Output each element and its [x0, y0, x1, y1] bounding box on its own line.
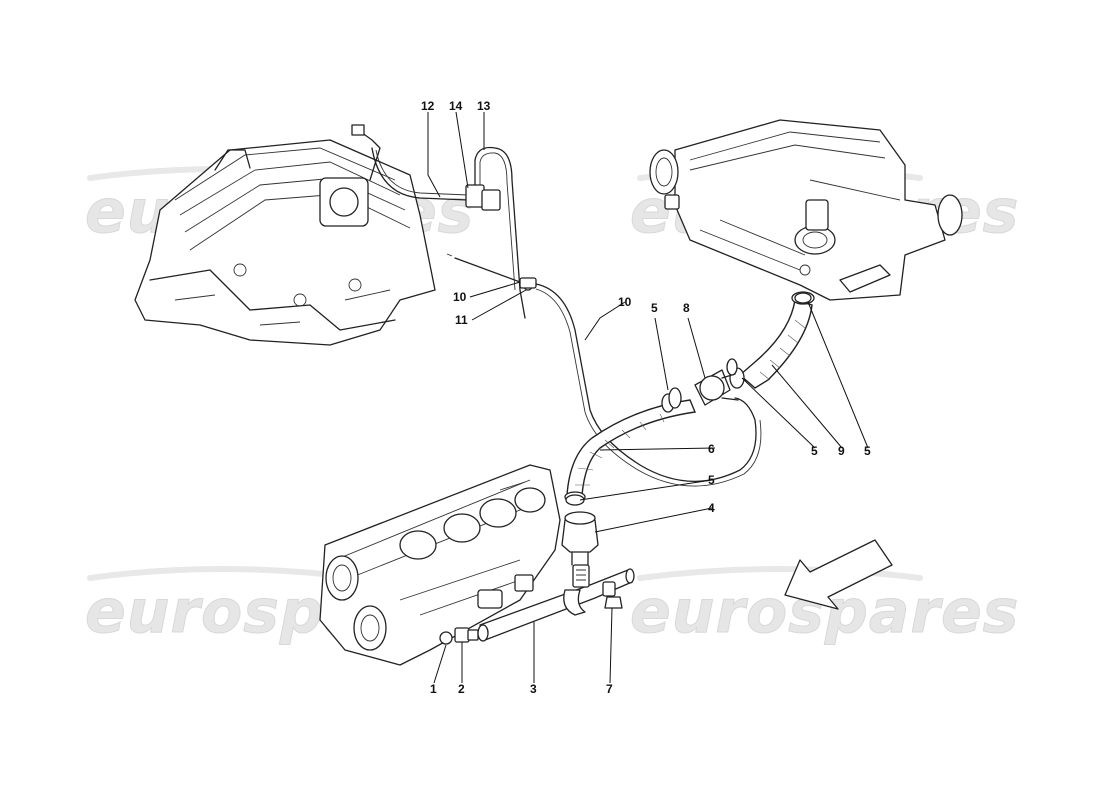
hose-9 — [729, 291, 815, 389]
t-joint-11 — [519, 277, 537, 289]
breather-pipe-3 — [477, 564, 635, 642]
pcv-valve-4 — [561, 511, 599, 566]
callout-2: 2 — [458, 682, 465, 696]
clamp-5-intercooler — [794, 292, 812, 304]
callout-9: 9 — [838, 444, 845, 458]
vacuum-line-13 — [474, 146, 526, 319]
callout-14: 14 — [449, 99, 463, 113]
union-2 — [454, 627, 479, 643]
callout-8: 8 — [683, 301, 690, 315]
clamp-5-right-valve — [726, 358, 738, 376]
callout-10-long: 10 — [618, 295, 632, 309]
vacuum-line-12 — [371, 147, 469, 201]
callout-11: 11 — [455, 313, 468, 327]
intercooler — [649, 119, 963, 301]
callout-3: 3 — [530, 682, 537, 696]
callout-1: 1 — [430, 682, 437, 696]
direction-arrow-icon — [784, 539, 893, 610]
leader-lines — [427, 111, 869, 684]
vacuum-valve-14 — [465, 184, 501, 211]
fitting-1 — [439, 631, 453, 645]
cylinder-head — [319, 464, 561, 666]
check-valve-8 — [694, 369, 739, 406]
callout-6: 6 — [708, 442, 715, 456]
clamp-5-upper-left — [668, 387, 682, 409]
plug-7 — [604, 596, 623, 609]
callout-5-lower: 5 — [708, 473, 715, 487]
intake-manifold — [134, 124, 436, 346]
callout-5-right-valve: 5 — [811, 444, 818, 458]
clamp-5-lower — [565, 494, 585, 506]
callout-7: 7 — [606, 682, 613, 696]
vacuum-pipe-10-long — [535, 283, 762, 487]
callout-13: 13 — [477, 99, 491, 113]
callout-5-intercooler: 5 — [864, 444, 871, 458]
callout-10-upper: 10 — [453, 290, 467, 304]
callout-labels: 12 14 13 10 11 10 5 8 5 9 5 6 5 4 1 2 3 … — [421, 99, 871, 696]
callout-12: 12 — [421, 99, 435, 113]
callout-4: 4 — [708, 501, 715, 515]
callout-5-upper-left: 5 — [651, 301, 658, 315]
